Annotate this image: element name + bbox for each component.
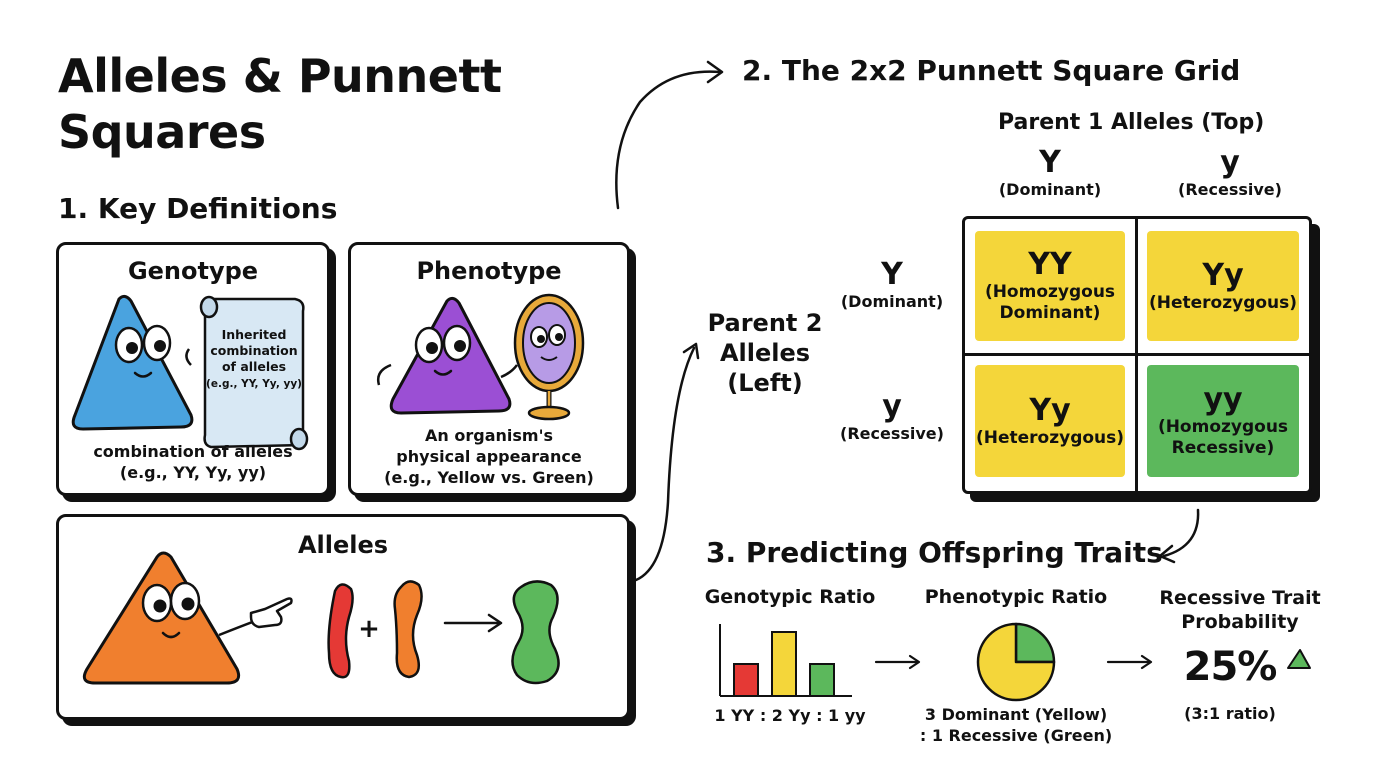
recessive-probability-title: Recessive Trait Probability: [1150, 586, 1330, 634]
orange-triangle-icon: [82, 551, 256, 685]
arrow-to-parent-2-icon: [634, 342, 700, 582]
left-allele-recessive-type: (Recessive): [840, 424, 944, 443]
pie-slice-recessive: [1014, 622, 1056, 664]
left-allele-dominant-symbol: Y: [881, 257, 903, 292]
recessive-title-line-1: Recessive Trait: [1159, 587, 1321, 609]
genotype-title: Genotype: [127, 257, 259, 285]
phenotypic-ratio-chart: [976, 622, 1056, 702]
top-allele-dominant-symbol: Y: [1039, 145, 1061, 180]
bar-yy: [809, 663, 835, 697]
plus-sign: +: [358, 614, 380, 644]
title-line-1: Alleles & Punnett: [58, 49, 502, 103]
pointing-hand-icon: [249, 597, 293, 629]
green-triangle-icon: [1287, 649, 1311, 669]
alleles-title: Alleles: [297, 531, 389, 559]
alleles-card: Alleles +: [56, 514, 630, 720]
top-allele-recessive: y (Recessive): [1160, 146, 1300, 200]
cell-Yy-top-desc: (Heterozygous): [1148, 292, 1298, 313]
combined-allele-icon: [511, 580, 560, 685]
genotypic-ratio-caption: 1 YY : 2 Yy : 1 yy: [714, 706, 866, 725]
top-allele-dominant-type: (Dominant): [998, 180, 1102, 199]
phenotypic-ratio-caption: 3 Dominant (Yellow) : 1 Recessive (Green…: [906, 704, 1126, 746]
punnett-cell-yy: yy (Homozygous Recessive): [1147, 365, 1299, 477]
section-1-heading: 1. Key Definitions: [58, 192, 338, 225]
bar-Yy: [771, 631, 797, 697]
section-2-heading: 2. The 2x2 Punnett Square Grid: [742, 54, 1241, 87]
scroll-line-3: of alleles: [222, 359, 286, 374]
cell-yy-desc-line-1: (Homozygous: [1157, 417, 1289, 437]
genotype-card: Genotype Inherited combination of allele…: [56, 242, 330, 496]
cell-YY-desc-line-1: (Homozygous: [984, 282, 1116, 302]
bar-YY: [733, 663, 759, 697]
page-title: Alleles & Punnett Squares: [58, 48, 502, 160]
arrow-to-section-2-icon: [615, 60, 724, 210]
genotype-illustration: Inherited combination of alleles (e.g., …: [71, 294, 309, 451]
phenotype-caption: An organism's physical appearance (e.g.,…: [351, 425, 627, 488]
parent-2-label-line-3: (Left): [727, 369, 803, 397]
phenotype-caption-line-1: An organism's: [425, 426, 553, 445]
parent-2-label-line-2: Alleles: [719, 339, 811, 367]
left-allele-recessive: y (Recessive): [832, 390, 952, 444]
phenotype-caption-line-3: (e.g., Yellow vs. Green): [384, 468, 594, 487]
genotypic-ratio-title: Genotypic Ratio: [704, 586, 876, 608]
recessive-probability-value: 25%: [1183, 644, 1278, 690]
scroll-line-2: combination: [210, 343, 297, 358]
top-allele-recessive-type: (Recessive): [1178, 180, 1282, 199]
right-arrow-icon: [443, 613, 503, 633]
pie-slice-dominant: [976, 622, 1056, 702]
cell-yy-desc-line-2: Recessive): [1171, 438, 1275, 458]
recessive-probability-caption: (3:1 ratio): [1184, 704, 1276, 723]
cell-YY-desc-line-2: Dominant): [999, 303, 1101, 323]
left-allele-dominant: Y (Dominant): [832, 258, 952, 312]
purple-triangle-icon: [377, 296, 518, 415]
genotypic-ratio-chart: [719, 624, 852, 697]
title-line-2: Squares: [58, 105, 266, 159]
scroll-line-4: (e.g., YY, Yy, yy): [206, 378, 302, 390]
cell-yy-genotype: yy: [1203, 382, 1243, 417]
genotype-caption-line-2: (e.g., YY, Yy, yy): [119, 463, 267, 482]
grid-divider-horizontal: [965, 353, 1309, 356]
section-3-heading: 3. Predicting Offspring Traits: [706, 536, 1163, 569]
cell-YY-genotype: YY: [1028, 247, 1072, 282]
punnett-square-grid: YY (Homozygous Dominant) Yy (Heterozygou…: [962, 216, 1312, 494]
genotype-caption-line-1: combination of alleles: [93, 442, 293, 461]
left-allele-dominant-type: (Dominant): [840, 292, 944, 311]
arrow-to-probability-icon: [1106, 654, 1153, 670]
phenotypic-caption-line-2: : 1 Recessive (Green): [919, 726, 1113, 745]
phenotypic-ratio-title: Phenotypic Ratio: [924, 586, 1108, 608]
phenotypic-caption-line-1: 3 Dominant (Yellow): [924, 705, 1108, 724]
mirror-icon: [513, 293, 585, 421]
top-allele-recessive-symbol: y: [1220, 145, 1240, 180]
left-allele-recessive-symbol: y: [882, 389, 902, 424]
red-allele-icon: [327, 583, 354, 679]
parent-2-label: Parent 2 Alleles (Left): [700, 308, 830, 398]
punnett-cell-Yy-top: Yy (Heterozygous): [1147, 231, 1299, 341]
phenotype-card: Phenotype An organism's physical appe: [348, 242, 630, 496]
orange-allele-icon: [393, 580, 423, 679]
parent-1-label: Parent 1 Alleles (Top): [998, 110, 1265, 135]
blue-triangle-icon: [71, 294, 194, 431]
punnett-cell-YY: YY (Homozygous Dominant): [975, 231, 1125, 341]
parent-2-label-line-1: Parent 2: [707, 309, 823, 337]
top-allele-dominant: Y (Dominant): [980, 146, 1120, 200]
phenotype-illustration: [377, 293, 585, 421]
cell-Yy-top-genotype: Yy: [1202, 257, 1244, 293]
genotype-caption: combination of alleles (e.g., YY, Yy, yy…: [59, 441, 327, 483]
punnett-cell-Yy-bottom: Yy (Heterozygous): [975, 365, 1125, 477]
phenotype-caption-line-2: physical appearance: [396, 447, 582, 466]
cell-Yy-bottom-genotype: Yy: [1029, 392, 1071, 428]
arrow-to-phenotypic-icon: [874, 654, 921, 670]
phenotype-title: Phenotype: [416, 257, 562, 285]
recessive-title-line-2: Probability: [1181, 611, 1299, 633]
arrow-to-section-3-icon: [1158, 508, 1200, 564]
scroll-icon: Inherited combination of alleles (e.g., …: [185, 295, 309, 451]
cell-Yy-bottom-desc: (Heterozygous): [975, 427, 1125, 448]
alleles-illustration: +: [82, 551, 560, 685]
scroll-line-1: Inherited: [222, 327, 287, 342]
